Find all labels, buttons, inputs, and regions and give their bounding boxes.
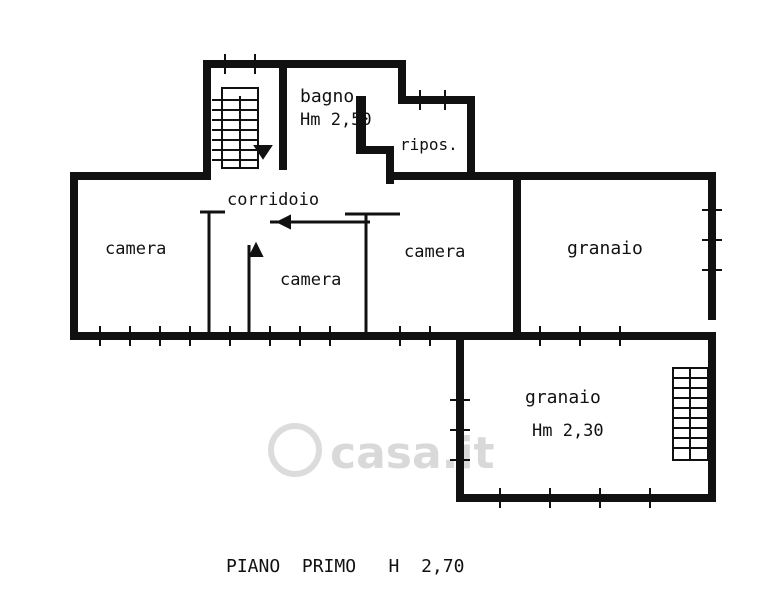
partitions [200, 210, 400, 332]
room-label-camera-left: camera [105, 239, 166, 259]
floor-caption: PIANO PRIMO H 2,70 [226, 556, 464, 577]
room-label-ripostiglio: ripos. [400, 135, 458, 154]
watermark-logo-icon [268, 423, 322, 477]
walls [70, 60, 716, 502]
door-markers [248, 214, 291, 257]
window-ticks [99, 54, 722, 508]
room-label-corridoio: corridoio [227, 190, 319, 210]
room-label-camera-right: camera [404, 242, 465, 262]
room-height-granaio-lower: Hm 2,30 [532, 421, 604, 441]
room-label-granaio-upper: granaio [567, 238, 643, 259]
stair-arrow-icon [253, 145, 273, 160]
room-label-bagno: bagno [300, 86, 354, 107]
door-arrow-icon [275, 214, 291, 230]
staircase-upper [212, 87, 273, 169]
staircase-lower [672, 367, 709, 461]
watermark-text: casa.it [330, 428, 494, 479]
room-label-camera-center: camera [280, 270, 341, 290]
room-height-bagno: Hm 2,50 [300, 110, 372, 130]
watermark: casa.it [268, 423, 494, 479]
room-label-granaio-lower: granaio [525, 387, 601, 408]
door-arrow-icon [248, 241, 264, 257]
